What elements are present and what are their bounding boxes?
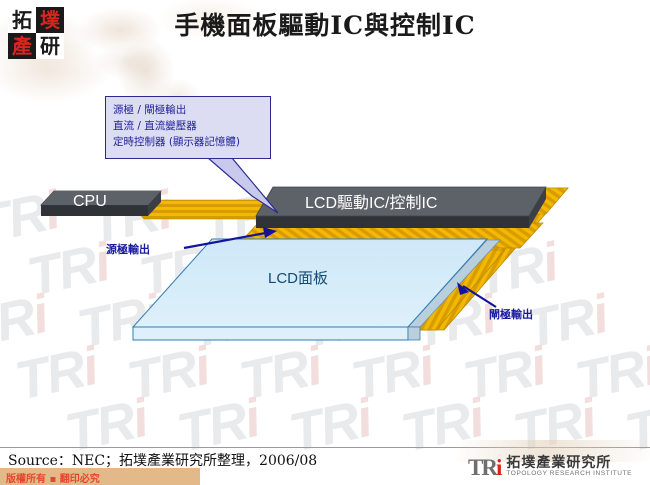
- tri-wordmark-logo: TRi 拓墣產業研究所 TOPOLOGY RESEARCH INSTITUTE: [468, 452, 646, 482]
- driver-block-label: LCD驅動IC/控制IC: [305, 194, 437, 212]
- seal-char-2: 墣: [36, 7, 64, 33]
- tri-logo-chinese: 拓墣產業研究所: [506, 455, 612, 472]
- gate-output-arrow-head: [457, 282, 469, 295]
- gate-output-label: 閘極輸出: [489, 307, 533, 321]
- driver-block-front-face: [256, 216, 529, 228]
- copyright-text: 版權所有 ▪ 翻印必究: [6, 474, 100, 485]
- footer-brush-decoration: [455, 440, 650, 462]
- tri-seal-logo: 拓 墣 產 研: [8, 7, 64, 59]
- seal-char-1: 拓: [8, 7, 36, 33]
- driver-block-side: [529, 187, 546, 228]
- callout-line-2: 直流 / 直流變壓器: [113, 120, 197, 132]
- page-title: 手機面板驅動IC與控制IC: [174, 11, 476, 40]
- spec-callout: 源極 / 閘極輸出 直流 / 直流變壓器 定時控制器 (顯示器記憶體): [105, 96, 271, 159]
- cpu-block-front-face: [41, 205, 148, 216]
- driver-block-top: [255, 186, 547, 217]
- source-output-arrow-line: [183, 230, 272, 250]
- cpu-block-side: [148, 191, 161, 216]
- cpu-block-label: CPU: [73, 193, 107, 210]
- source-note: Source：NEC；拓墣產業研究所整理，2006/08: [8, 453, 318, 469]
- cpu-block-top2: [41, 191, 161, 205]
- callout-line-1: 源極 / 閘極輸出: [113, 104, 187, 116]
- lcd-panel-right-edge: [407, 326, 421, 341]
- source-output-arrow-head: [263, 227, 277, 238]
- seal-char-3: 產: [8, 33, 36, 59]
- lcd-panel-label: LCD面板: [268, 269, 328, 287]
- copyright-bar: 版權所有 ▪ 翻印必究: [0, 468, 200, 485]
- gate-output-arrow-line: [462, 285, 497, 308]
- footer-divider: [0, 447, 650, 448]
- tri-mark: TRi: [468, 454, 503, 480]
- tri-logo-english: TOPOLOGY RESEARCH INSTITUTE: [506, 469, 633, 477]
- tri-mark-i: i: [495, 454, 503, 480]
- callout-line-3: 定時控制器 (顯示器記憶體): [113, 136, 241, 148]
- source-output-label: 源極輸出: [106, 242, 150, 256]
- tri-mark-tr: TR: [468, 454, 498, 480]
- lcd-panel-front-edge: [132, 326, 409, 341]
- seal-char-4: 研: [36, 33, 64, 59]
